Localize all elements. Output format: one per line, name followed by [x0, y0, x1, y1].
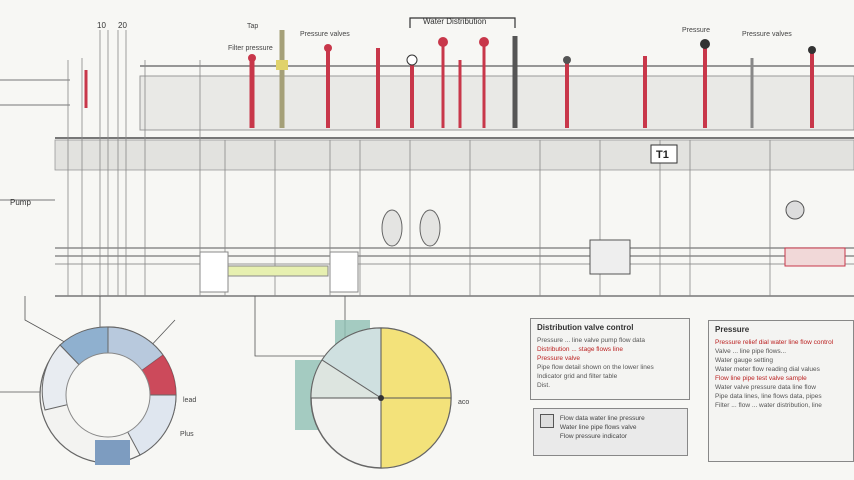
- label-pump: Pump: [10, 198, 31, 207]
- valve: [438, 37, 448, 128]
- info-line: Pipe data lines, line flows data, pipes: [715, 393, 822, 400]
- valve: [248, 54, 256, 128]
- info-line: Water valve pressure data line flow: [715, 384, 816, 391]
- info-line: Filter ... flow ... water distribution, …: [715, 402, 822, 409]
- valve: [406, 54, 418, 128]
- note-line: Flow data water line pressure: [559, 415, 645, 422]
- info-panel-right-title: Pressure: [715, 325, 750, 334]
- info-line: Valve ... line pipe flows...: [715, 348, 787, 355]
- label-number-b: 20: [118, 21, 127, 30]
- info-line: Pressure relief dial water line flow con…: [715, 339, 834, 346]
- valve: [324, 44, 332, 128]
- note-line: Flow pressure indicator: [559, 433, 628, 440]
- label-pressure-valves-right: Pressure valves: [742, 31, 792, 38]
- center-gauge-wheel: aco: [295, 320, 469, 469]
- label-pressure: Pressure: [682, 27, 710, 34]
- left-wheel-label-a: lead: [183, 397, 196, 404]
- valve: [479, 37, 489, 128]
- info-panel-center-title: Distribution valve control: [537, 323, 634, 332]
- valve: [563, 56, 571, 128]
- note-line: Water line pipe flows valve: [559, 424, 637, 431]
- info-line: Distribution ... stage flows line: [537, 346, 623, 353]
- left-wheel-label-b: Plus: [180, 431, 194, 438]
- label-number-a: 10: [97, 21, 106, 30]
- top-bracket: Water Distribution: [409, 17, 516, 28]
- label-pressure-valves: Pressure valves: [300, 31, 350, 38]
- equipment: [199, 200, 846, 293]
- label-tap: Tap: [247, 23, 258, 30]
- top-bracket-label: Water Distribution: [423, 17, 486, 26]
- marker-box: [650, 144, 678, 164]
- info-line: Pressure ... line valve pump flow data: [537, 337, 646, 344]
- info-line: Dist.: [537, 382, 550, 389]
- pipe-network: [0, 65, 854, 297]
- info-line: Pressure valve: [537, 355, 580, 362]
- left-gauge-wheel: lead Plus: [39, 326, 196, 465]
- info-line: Water meter flow reading dial values: [715, 366, 820, 373]
- note-icon: [540, 414, 554, 428]
- info-line: Indicator grid and filter table: [537, 373, 618, 380]
- info-line: Flow line pipe test valve sample: [715, 375, 807, 382]
- marker-box-label: T1: [656, 149, 669, 161]
- valve: [700, 39, 710, 128]
- info-panel-right: Pressure Pressure relief dial water line…: [708, 320, 854, 462]
- valves-top: [84, 30, 816, 128]
- info-panel-center: Distribution valve control Pressure ... …: [530, 318, 690, 400]
- valve: [276, 30, 288, 128]
- info-line: Pipe flow detail shown on the lower line…: [537, 364, 654, 371]
- label-filter-pressure: Filter pressure: [228, 45, 273, 52]
- center-wheel-label: aco: [458, 399, 469, 406]
- valve: [808, 46, 816, 128]
- info-line: Water gauge setting: [715, 357, 773, 364]
- note-box: Flow data water line pressure Water line…: [533, 408, 688, 456]
